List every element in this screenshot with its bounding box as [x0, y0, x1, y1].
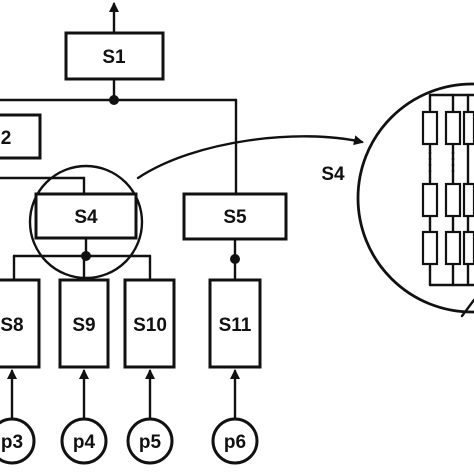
block-s9-label: S9	[72, 315, 95, 336]
source-p5-label: p5	[139, 432, 162, 453]
block-s5	[182, 192, 288, 241]
resistor-r3c2	[444, 230, 462, 266]
resistor-r1c3	[462, 110, 474, 146]
resistor-r1c1	[421, 110, 439, 146]
source-p4	[60, 417, 108, 465]
source-p6	[211, 417, 259, 465]
resistor-r1c2	[444, 110, 462, 146]
block-s8	[0, 278, 41, 369]
zoom-label: S4	[321, 164, 345, 185]
block-s10-label: S10	[133, 315, 167, 336]
resistor-r2c3	[462, 182, 474, 218]
source-p4-label: p4	[73, 432, 96, 453]
block-s2	[0, 113, 42, 160]
source-p3	[0, 417, 36, 465]
block-s1-label: S1	[102, 47, 126, 68]
zoom-arrow	[136, 135, 364, 180]
wire-left-s4	[0, 176, 86, 196]
block-s10	[123, 278, 176, 369]
zoom-out-arrow	[460, 298, 474, 318]
source-p3-label: p3	[1, 432, 23, 453]
block-s8-label: S8	[0, 315, 23, 336]
zoomed-s4-detail	[356, 82, 474, 318]
block-s5-label: S5	[223, 207, 247, 228]
block-s9	[58, 278, 110, 369]
block-s2-label: 2	[1, 128, 12, 149]
block-s11	[208, 278, 262, 369]
resistor-r2c2	[444, 182, 462, 218]
resistor-r3c1	[421, 230, 439, 266]
block-s11-label: S11	[219, 315, 252, 336]
resistor-r3c3	[462, 230, 474, 266]
source-p6-label: p6	[224, 432, 246, 453]
source-p5	[126, 417, 174, 465]
block-s4-label: S4	[74, 207, 98, 228]
resistor-r2c1	[421, 182, 439, 218]
block-s4	[34, 192, 138, 240]
zoom-circle-small	[28, 164, 144, 280]
